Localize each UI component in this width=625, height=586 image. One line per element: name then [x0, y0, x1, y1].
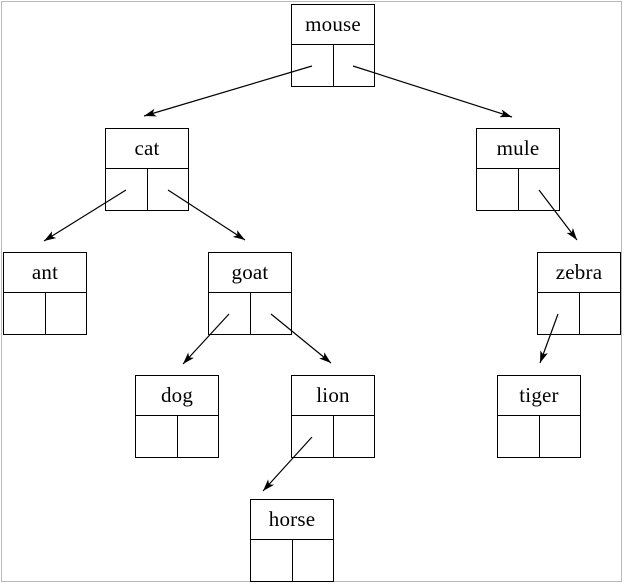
left-pointer-cell-horse [251, 540, 293, 581]
pointer-row-tiger [498, 416, 580, 457]
right-pointer-cell-tiger [540, 416, 581, 457]
left-pointer-cell-mouse [292, 45, 334, 86]
right-pointer-cell-mule [519, 169, 560, 210]
pointer-row-zebra [538, 293, 620, 334]
pointer-row-horse [251, 540, 333, 581]
right-pointer-cell-zebra [580, 293, 621, 334]
node-label-zebra: zebra [538, 253, 620, 293]
node-label-goat: goat [209, 253, 291, 293]
right-pointer-cell-horse [293, 540, 334, 581]
node-label-cat: cat [106, 129, 188, 169]
node-label-lion: lion [292, 376, 374, 416]
node-label-dog: dog [136, 376, 218, 416]
left-pointer-cell-dog [136, 416, 178, 457]
right-pointer-cell-dog [178, 416, 219, 457]
tree-node-ant: ant [3, 252, 87, 335]
tree-node-dog: dog [135, 375, 219, 458]
right-pointer-cell-mouse [334, 45, 375, 86]
pointer-row-cat [106, 169, 188, 210]
pointer-row-mouse [292, 45, 374, 86]
node-label-tiger: tiger [498, 376, 580, 416]
tree-node-goat: goat [208, 252, 292, 335]
right-pointer-cell-cat [148, 169, 189, 210]
left-pointer-cell-lion [292, 416, 334, 457]
pointer-row-dog [136, 416, 218, 457]
left-pointer-cell-zebra [538, 293, 580, 334]
right-pointer-cell-ant [46, 293, 87, 334]
pointer-row-ant [4, 293, 86, 334]
right-pointer-cell-goat [251, 293, 292, 334]
tree-node-horse: horse [250, 499, 334, 582]
node-label-ant: ant [4, 253, 86, 293]
pointer-row-mule [477, 169, 559, 210]
tree-node-cat: cat [105, 128, 189, 211]
tree-node-tiger: tiger [497, 375, 581, 458]
tree-node-zebra: zebra [537, 252, 621, 335]
node-label-horse: horse [251, 500, 333, 540]
left-pointer-cell-goat [209, 293, 251, 334]
node-label-mouse: mouse [292, 5, 374, 45]
right-pointer-cell-lion [334, 416, 375, 457]
left-pointer-cell-tiger [498, 416, 540, 457]
pointer-row-goat [209, 293, 291, 334]
tree-node-lion: lion [291, 375, 375, 458]
tree-node-mouse: mouse [291, 4, 375, 87]
left-pointer-cell-ant [4, 293, 46, 334]
pointer-row-lion [292, 416, 374, 457]
node-label-mule: mule [477, 129, 559, 169]
left-pointer-cell-cat [106, 169, 148, 210]
left-pointer-cell-mule [477, 169, 519, 210]
tree-node-mule: mule [476, 128, 560, 211]
